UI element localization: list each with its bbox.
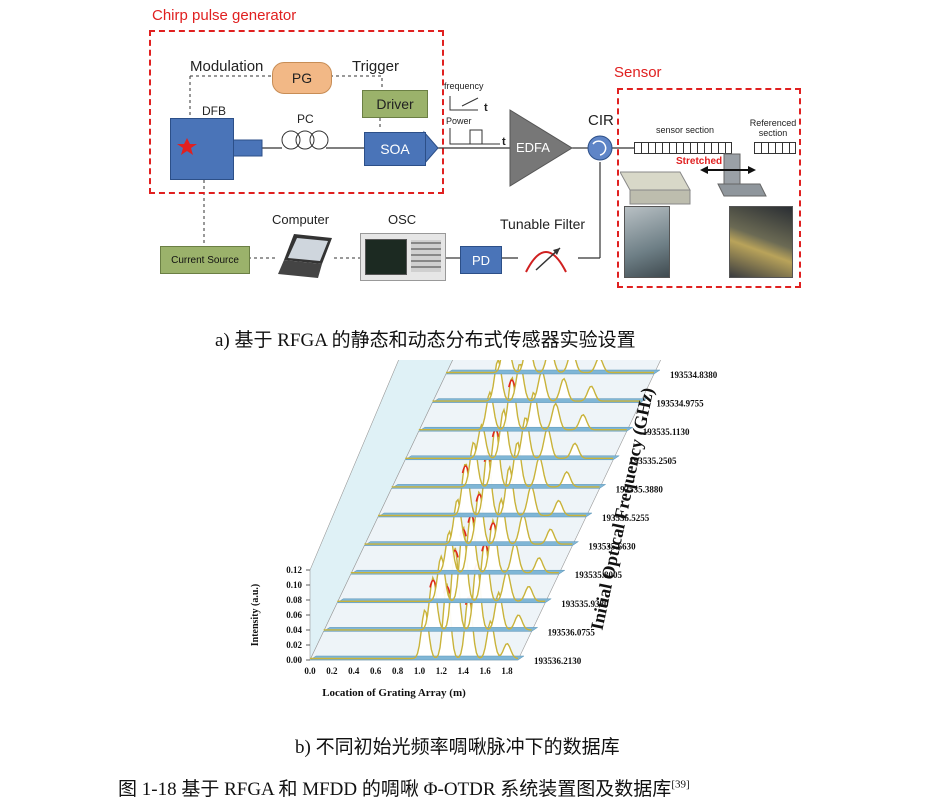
series-fill [337,527,546,603]
frequency-label: 193535.3880 [616,484,664,494]
grating-array-sensor [634,142,732,154]
y-tick-label: 0.10 [286,580,302,590]
x-tick-label: 0.8 [392,666,404,676]
y-tick-label: 0.12 [286,565,302,575]
frequency-label: 193535.2505 [629,456,677,466]
pg-box: PG [272,62,332,94]
y-axis-title: Intensity (a.u.) [250,584,261,647]
setup-diagram: Chirp pulse generator Modulation Trigger… [0,0,950,351]
pd-box: PD [460,246,502,274]
stretched-label: Stretched [676,156,723,167]
peak-tip [508,379,516,388]
chirp-generator-box [149,30,444,194]
soa-box: SOA [364,132,426,166]
y-tick-label: 0.02 [286,640,302,650]
frequency-label: 193536.2130 [534,656,582,666]
sensor-box [617,88,801,288]
current-source-box: Current Source [160,246,250,274]
y-tick-label: 0.06 [286,610,302,620]
t-label-2: t [502,136,506,148]
computer-icon [278,234,332,278]
frequency-label: 193535.8005 [575,570,623,580]
series-line [378,451,586,517]
referenced-section-label: Referenced section [749,118,797,138]
pc-label: PC [297,112,314,126]
series-line [405,407,614,460]
x-tick-label: 0.6 [370,666,382,676]
frequency-label: 193535.9380 [561,599,609,609]
x-axis-title: Location of Grating Array (m) [322,687,466,699]
soa-label: SOA [380,141,410,157]
series-line [446,360,654,374]
caption-a: a) 基于 RFGA 的静态和动态分布式传感器实验设置 [215,330,636,351]
x-tick-label: 0.0 [304,666,316,676]
power-label: Power [446,116,472,126]
caption-b: b) 不同初始光频率啁啾脉冲下的数据库 [295,737,620,758]
current-source-label: Current Source [171,254,239,266]
x-tick-label: 1.4 [458,666,470,676]
chirp-generator-title: Chirp pulse generator [152,7,297,24]
frequency-label: 193535.6630 [588,542,636,552]
laser-icon [177,138,197,155]
series-fill [405,409,614,460]
y-tick-label: 0.08 [286,595,302,605]
y-tick-label: 0.04 [286,625,302,635]
osc-icon [360,233,446,281]
pd-label: PD [471,252,491,268]
tunable-filter-label: Tunable Filter [500,216,586,232]
x-tick-label: 1.6 [480,666,492,676]
grating-array-reference [754,142,796,154]
x-tick-label: 0.4 [348,666,360,676]
frequency-label: 193535.1130 [643,427,690,437]
y-tick-label: 0.00 [286,655,302,665]
dfb-label: DFB [202,104,226,118]
setup-wires [178,75,634,273]
frequency-label: 193535.5255 [602,513,650,523]
series-line [337,525,546,603]
series-fill [364,492,573,546]
driver-box: Driver [362,90,428,118]
figure-caption-text: 图 1-18 基于 RFGA 和 MFDD 的啁啾 Φ-OTDR 系统装置图及数… [118,779,672,800]
frequency-label: 193536.0755 [548,627,596,637]
sensor-section-label: sensor section [656,125,715,135]
modulation-label: Modulation [190,58,264,75]
series-line [364,490,573,545]
series-fill [378,451,586,517]
waterfall-chart: 0.00 0.02 0.04 0.06 0.08 0.10 0.12 0.0 0.2 0.4 0.6… [250,360,718,699]
series-line [432,360,641,402]
series-fill [310,583,518,660]
series-line [418,376,627,431]
pg-label: PG [291,70,313,86]
dfb-box [170,118,234,180]
x-tick-label: 1.2 [436,666,448,676]
x-tick-label: 1.8 [501,666,513,676]
series-line [310,583,519,660]
frequency-label: frequency [444,81,484,91]
sensor-photo-2 [729,206,793,278]
sensor-title: Sensor [614,64,662,81]
series-fill [323,547,532,632]
t-label-1: t [484,102,488,114]
sensor-photo-1 [624,206,670,278]
driver-label: Driver [376,96,414,112]
computer-label: Computer [272,212,330,227]
frequency-label: 193534.9755 [656,399,704,409]
osc-label: OSC [388,212,417,227]
cir-label: CIR [588,112,614,129]
x-tick-label: 1.0 [414,666,426,676]
x-tick-label: 0.2 [326,666,338,676]
edfa-label: EDFA [516,140,550,155]
series-line [350,513,559,574]
frequency-label: 193534.8380 [670,370,718,380]
stretch-stage [620,153,767,205]
trigger-label: Trigger [352,58,399,75]
figure-caption: 图 1-18 基于 RFGA 和 MFDD 的啁啾 Φ-OTDR 系统装置图及数… [118,774,690,801]
series-line [323,547,532,631]
figure-caption-ref: [39] [671,778,690,791]
